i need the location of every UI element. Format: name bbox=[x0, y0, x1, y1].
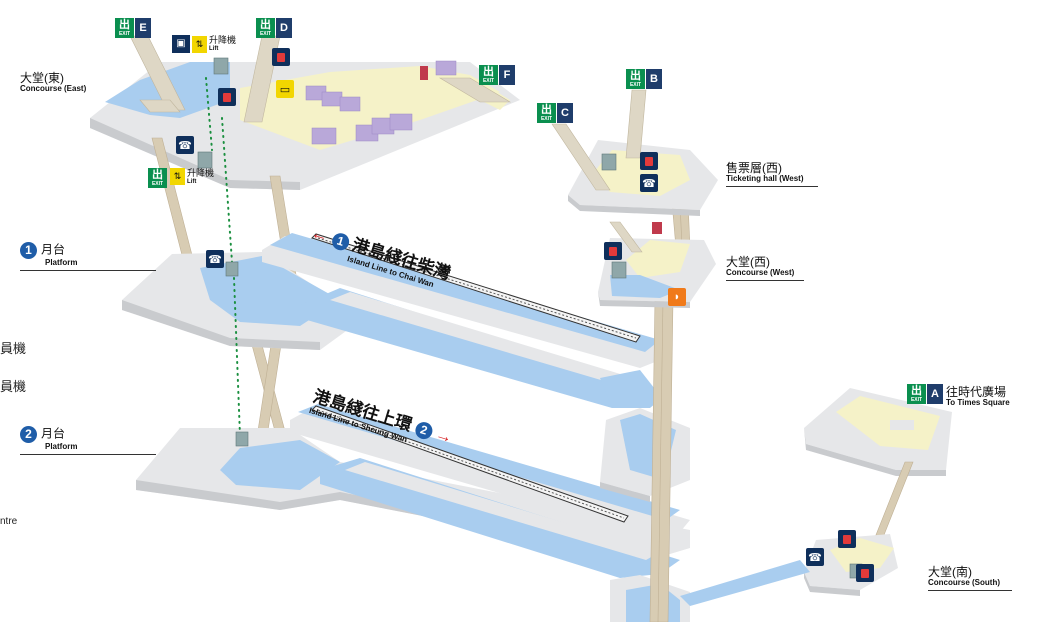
label-concourse-west: 大堂(西) Concourse (West) bbox=[726, 256, 804, 281]
train-icon: ▣ bbox=[172, 35, 190, 53]
exit-e-letter: E bbox=[135, 18, 151, 38]
platform-1-train bbox=[311, 233, 641, 343]
label-ticketing-west-en: Ticketing hall (West) bbox=[726, 173, 804, 183]
label-ticketing-west: 售票層(西) Ticketing hall (West) bbox=[726, 162, 818, 187]
ticketing-west-rule bbox=[726, 185, 818, 187]
phone-icon: ☎ bbox=[640, 174, 658, 192]
ticket-machine-icon bbox=[640, 152, 658, 170]
lift-cars bbox=[197, 57, 863, 579]
concourse-west-slab bbox=[598, 221, 716, 308]
lift-route bbox=[205, 77, 241, 437]
label-platform-1: 1 月台 Platform bbox=[20, 242, 156, 272]
line-2-number: 2 bbox=[413, 419, 435, 442]
label-platform-2: 2 月台 Platform bbox=[20, 426, 156, 456]
exit-f-letter: F bbox=[499, 65, 515, 85]
label-concourse-west-cn: 大堂(西) bbox=[726, 255, 770, 269]
platform-2-number: 2 bbox=[20, 426, 37, 443]
phone-icon: ☎ bbox=[206, 250, 224, 268]
label-ticketing-west-cn: 售票層(西) bbox=[726, 161, 782, 175]
ticket-machine-icon bbox=[218, 88, 236, 106]
concourse-south-slab bbox=[680, 534, 898, 606]
concourse-south-rule bbox=[928, 589, 1012, 591]
label-concourse-south: 大堂(南) Concourse (South) bbox=[928, 566, 1012, 591]
label-concourse-east: 大堂(東) Concourse (East) bbox=[20, 72, 112, 93]
phone-icon: ☎ bbox=[176, 136, 194, 154]
label-exit-a-cn: 往時代廣場 bbox=[946, 385, 1007, 399]
exit-a-slab bbox=[804, 388, 952, 476]
phone-icon: ☎ bbox=[806, 548, 824, 566]
line-1-number: 1 bbox=[329, 231, 351, 253]
wifi-icon: ◗ bbox=[668, 288, 686, 306]
label-concourse-east-cn: 大堂(東) bbox=[20, 71, 64, 85]
exit-a-letter: A bbox=[927, 384, 943, 404]
label-exit-a-en: To Times Square bbox=[946, 397, 1010, 407]
label-exit-a: 往時代廣場 To Times Square bbox=[946, 386, 1046, 407]
ticketing-west-stairs bbox=[551, 89, 647, 191]
lift-icon-bottom: ⇅ bbox=[170, 168, 185, 185]
platform-2-train bbox=[311, 405, 629, 523]
label-concourse-east-en: Concourse (East) bbox=[20, 83, 87, 93]
left-fragment-1: 員機 bbox=[0, 341, 27, 356]
label-concourse-west-en: Concourse (West) bbox=[726, 267, 795, 277]
exit-d-letter: D bbox=[276, 18, 292, 38]
label-platform-2-en: Platform bbox=[45, 442, 78, 451]
concourse-east-kiosks bbox=[305, 60, 457, 145]
left-fragment-3: ntre bbox=[0, 516, 18, 527]
concourse-west-rule bbox=[726, 279, 804, 281]
customer-service-icon: ▭ bbox=[276, 80, 294, 98]
add-value-machine-icon bbox=[856, 564, 874, 582]
ticket-machine-icon bbox=[838, 530, 856, 548]
label-platform-1-en: Platform bbox=[45, 258, 78, 267]
arrow-left-icon: ← bbox=[308, 222, 331, 246]
platform-1-rule bbox=[20, 270, 156, 272]
add-value-machine-icon bbox=[272, 48, 290, 66]
add-value-machine-icon bbox=[604, 242, 622, 260]
exit-b-letter: B bbox=[646, 69, 662, 89]
lift-icon: ⇅ bbox=[192, 35, 207, 53]
platform-1-slab bbox=[122, 233, 665, 408]
label-concourse-south-cn: 大堂(南) bbox=[928, 565, 972, 579]
label-platform-1-cn: 月台 bbox=[41, 242, 66, 257]
label-platform-2-cn: 月台 bbox=[41, 426, 66, 441]
platform-1-number: 1 bbox=[20, 242, 37, 259]
red-barriers bbox=[420, 66, 662, 234]
left-fragment-2: 員機 bbox=[0, 379, 27, 394]
exit-c-letter: C bbox=[557, 103, 573, 123]
label-concourse-south-en: Concourse (South) bbox=[928, 577, 1000, 587]
platform-2-rule bbox=[20, 454, 156, 456]
